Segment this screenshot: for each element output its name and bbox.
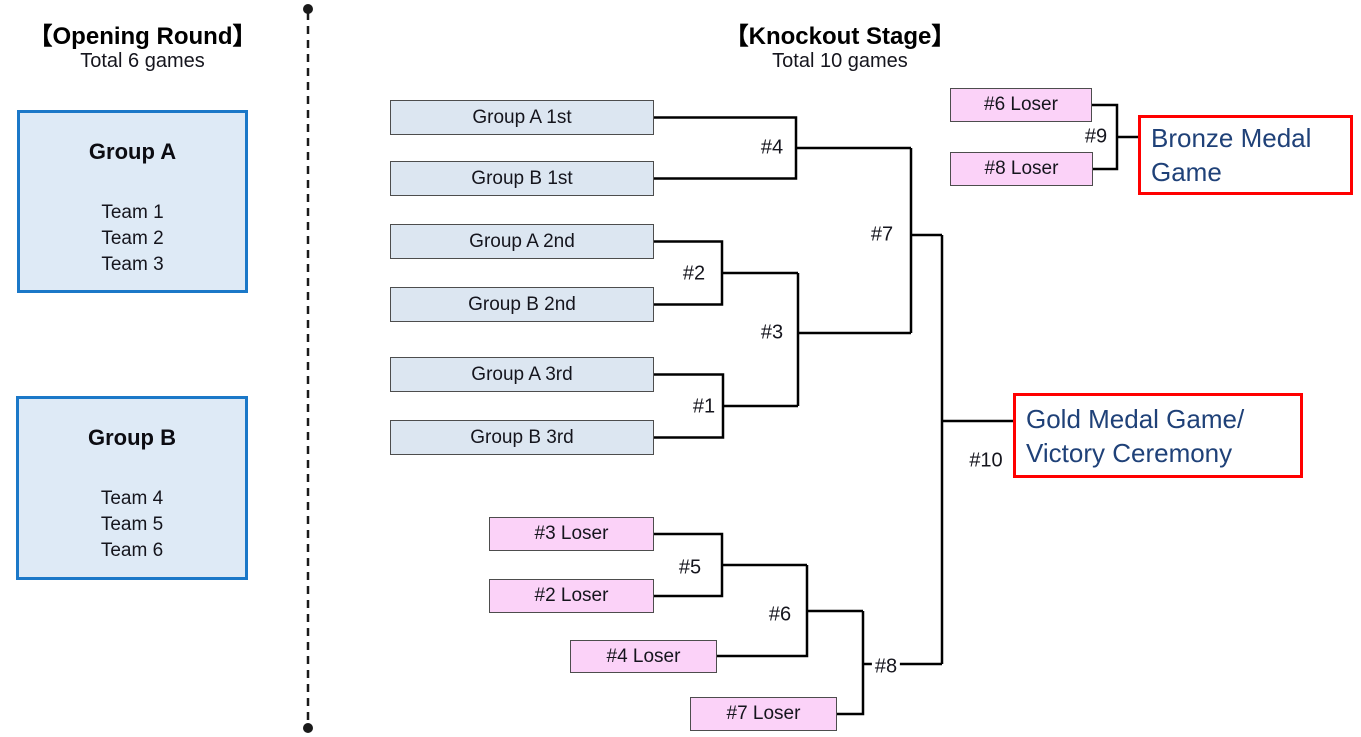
opening-round-title: 【Opening Round】 xyxy=(28,23,257,50)
loser-box-game-2: #2 Loser xyxy=(489,579,654,613)
connector-game-3 xyxy=(796,273,911,406)
game-label-1: #1 xyxy=(689,395,719,419)
connector-game-10 xyxy=(940,235,1013,664)
group-a-name: Group A xyxy=(88,139,177,164)
group-a-team-list: Team 1 Team 2 Team 3 xyxy=(20,200,245,278)
seed-box-group-b-1st: Group B 1st xyxy=(390,161,654,196)
game-label-10: #10 xyxy=(966,449,1006,473)
loser-box-game-8: #8 Loser xyxy=(950,152,1093,186)
connector-game-9 xyxy=(1092,103,1138,171)
loser-box-game-6: #6 Loser xyxy=(950,88,1092,122)
game-label-6: #6 xyxy=(765,603,795,627)
team-item: Team 1 xyxy=(101,202,164,223)
game-label-4: #4 xyxy=(757,136,787,160)
connector-game-4 xyxy=(654,116,911,180)
team-item: Team 3 xyxy=(101,254,164,275)
knockout-stage-title: 【Knockout Stage】 xyxy=(724,23,956,50)
seed-box-group-a-3rd: Group A 3rd xyxy=(390,357,654,392)
bronze-medal-game-line2: Game xyxy=(1151,157,1222,187)
connector-game-5 xyxy=(654,532,807,598)
gold-medal-game-box: Gold Medal Game/ Victory Ceremony xyxy=(1013,393,1303,478)
team-item: Team 4 xyxy=(100,488,164,509)
game-label-8: #8 xyxy=(871,655,901,679)
seed-box-group-b-3rd: Group B 3rd xyxy=(390,420,654,455)
section-divider xyxy=(303,4,313,733)
gold-medal-game-line2: Victory Ceremony xyxy=(1026,437,1233,468)
seed-box-group-a-2nd: Group A 2nd xyxy=(390,224,654,259)
gold-medal-game-line1: Gold Medal Game/ xyxy=(1026,403,1245,434)
group-b-team-list: Team 4 Team 5 Team 6 xyxy=(19,486,245,564)
group-b-name: Group B xyxy=(88,425,176,450)
group-a-box: Group A Team 1 Team 2 Team 3 xyxy=(17,110,248,293)
loser-box-game-3: #3 Loser xyxy=(489,517,654,551)
game-label-2: #2 xyxy=(679,262,709,286)
opening-round-subtitle: Total 6 games xyxy=(80,50,205,72)
game-label-9: #9 xyxy=(1081,125,1111,149)
loser-box-game-4: #4 Loser xyxy=(570,640,717,673)
knockout-stage-subtitle: Total 10 games xyxy=(772,50,908,72)
connector-game-6 xyxy=(717,565,863,658)
connector-game-1 xyxy=(654,373,798,439)
team-item: Team 2 xyxy=(101,228,164,249)
loser-box-game-7: #7 Loser xyxy=(690,697,837,731)
bronze-medal-game-line1: Bronze Medal xyxy=(1151,123,1312,153)
team-item: Team 6 xyxy=(100,540,164,561)
team-item: Team 5 xyxy=(100,514,164,535)
connector-game-7 xyxy=(909,148,942,333)
game-label-5: #5 xyxy=(675,556,705,580)
connector-game-2 xyxy=(654,240,798,306)
seed-box-group-a-1st: Group A 1st xyxy=(390,100,654,135)
game-label-7: #7 xyxy=(867,223,897,247)
seed-box-group-b-2nd: Group B 2nd xyxy=(390,287,654,322)
game-label-3: #3 xyxy=(757,321,787,345)
bronze-medal-game-box: Bronze Medal Game xyxy=(1138,115,1353,195)
group-b-box: Group B Team 4 Team 5 Team 6 xyxy=(16,396,248,580)
